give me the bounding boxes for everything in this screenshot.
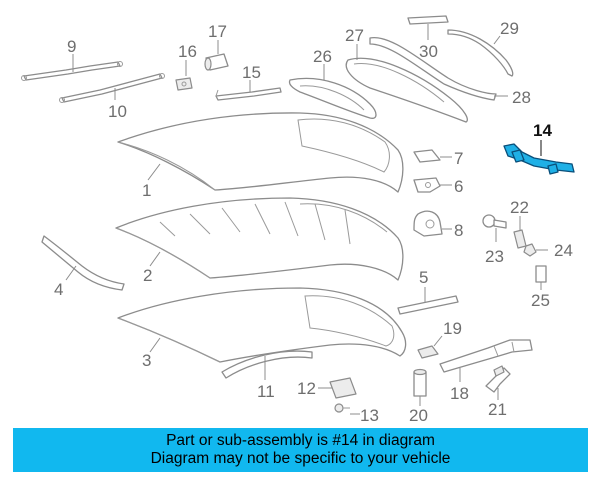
- part-7-plate: [413, 149, 441, 163]
- callout-7: 7: [454, 149, 463, 168]
- callout-8: 8: [454, 221, 463, 240]
- callout-3: 3: [142, 351, 151, 370]
- callout-4: 4: [54, 280, 63, 299]
- callout-18: 18: [450, 384, 469, 403]
- part-16-bushing: [175, 77, 193, 91]
- part-1-roof-panel: [117, 112, 404, 193]
- part-26-rear-window: [288, 77, 377, 119]
- callout-27: 27: [345, 26, 364, 45]
- part-24-nut: [523, 243, 537, 257]
- callout-20: 20: [409, 406, 428, 425]
- callout-25: 25: [531, 291, 550, 310]
- part-15-rod: [215, 87, 282, 101]
- part-18-long-bracket: [439, 339, 533, 373]
- part-14-bracket-highlighted: [503, 143, 575, 175]
- banner-line-2: Diagram may not be specific to your vehi…: [150, 450, 451, 467]
- callout-12: 12: [297, 379, 316, 398]
- callout-11: 11: [257, 382, 275, 401]
- callout-30: 30: [419, 42, 438, 61]
- part-13-screw: [334, 403, 350, 413]
- part-5-strip: [397, 295, 459, 315]
- callout-5: 5: [419, 268, 428, 287]
- part-25-cap: [535, 265, 547, 283]
- part-30-trim: [407, 15, 449, 25]
- callout-23: 23: [485, 247, 504, 266]
- callout-14: 14: [533, 121, 552, 140]
- info-banner: Part or sub-assembly is #14 in diagram D…: [13, 428, 588, 472]
- callout-6: 6: [454, 177, 463, 196]
- part-22-clip: [513, 229, 527, 249]
- callout-21: 21: [488, 400, 507, 419]
- part-20-cylinder: [413, 368, 427, 397]
- part-10-cable: [59, 73, 165, 103]
- part-27-window-seal: [345, 57, 468, 123]
- part-28-seal-strip: [369, 37, 497, 101]
- callout-17: 17: [208, 22, 227, 41]
- callout-28: 28: [512, 88, 531, 107]
- part-21-angled-bracket: [485, 365, 511, 393]
- part-12-clip: [329, 377, 357, 399]
- callout-16: 16: [178, 42, 197, 61]
- callout-26: 26: [313, 47, 332, 66]
- part-19-small-bracket: [417, 345, 439, 359]
- part-4-side-seal: [41, 235, 125, 291]
- callout-29: 29: [500, 19, 519, 38]
- part-9-cable: [21, 61, 123, 81]
- callout-2: 2: [143, 266, 152, 285]
- callout-10: 10: [108, 102, 127, 121]
- callout-13: 13: [360, 406, 379, 425]
- callout-9: 9: [67, 37, 76, 56]
- parts-diagram: 1 2 3 4 5 6 7 8: [21, 15, 575, 425]
- part-11-curved-trim: [221, 350, 313, 379]
- callout-19: 19: [443, 319, 462, 338]
- callout-1: 1: [142, 181, 151, 200]
- callout-22: 22: [510, 198, 529, 217]
- part-8-hinge-bracket: [413, 210, 443, 237]
- part-6-latch-bracket: [413, 177, 441, 193]
- callout-24: 24: [554, 241, 573, 260]
- part-3-roof-liner: [117, 287, 407, 363]
- part-23-bolt: [482, 214, 507, 229]
- part-29-long-seal: [447, 29, 514, 77]
- part-2-headliner: [115, 197, 404, 281]
- part-17-cylinder: [204, 53, 229, 71]
- callout-15: 15: [242, 63, 261, 82]
- banner-line-1: Part or sub-assembly is #14 in diagram: [166, 432, 435, 449]
